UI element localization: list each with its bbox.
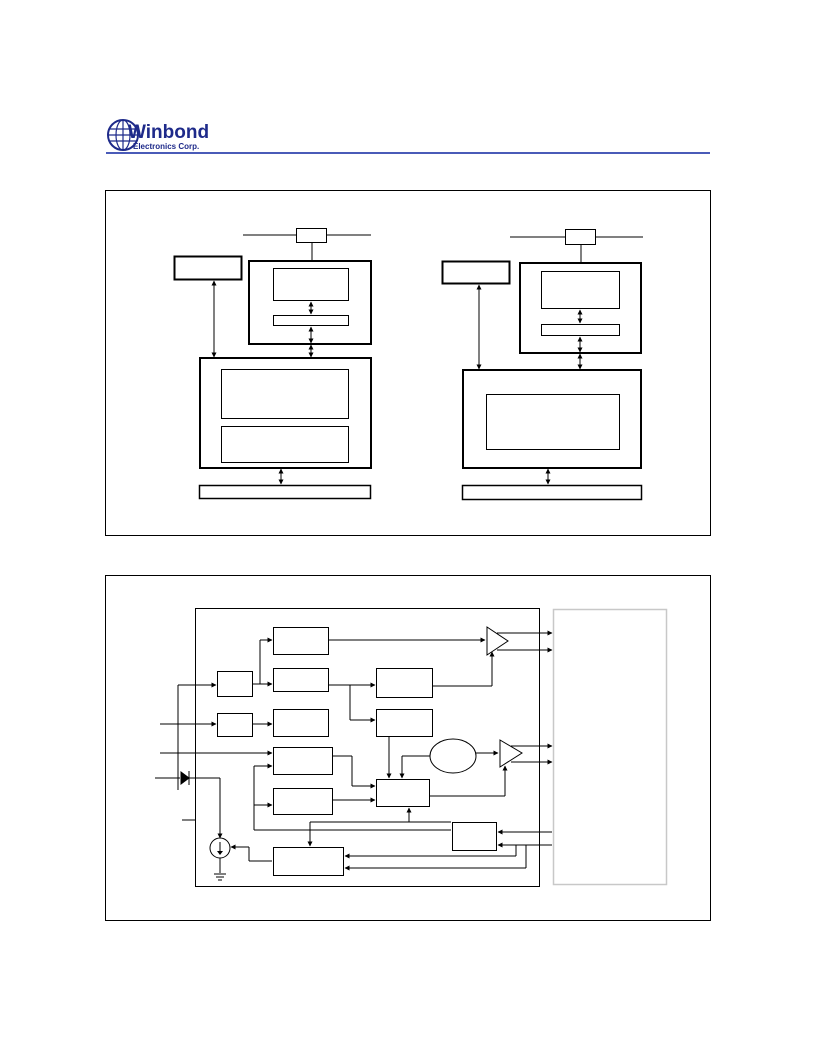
current-source-icon [209, 837, 231, 873]
connector-block [296, 228, 327, 243]
oscillator-ellipse [429, 738, 477, 774]
diagram-right [441, 229, 643, 501]
block-g [273, 788, 333, 815]
block-d [273, 709, 329, 737]
page-header: Winbond Electronics Corp. [106, 118, 710, 158]
diagram-left [173, 228, 372, 500]
block-f [273, 747, 333, 775]
block-c [376, 668, 433, 698]
control-block [376, 779, 430, 807]
brand-name: Winbond [128, 122, 210, 143]
ground-icon [214, 873, 226, 881]
connector-block [565, 229, 596, 245]
input-block-1 [217, 671, 253, 697]
interface-block [452, 822, 497, 851]
block-e [376, 709, 433, 737]
main-inner-block [486, 394, 620, 450]
system-block-diagram [105, 190, 711, 536]
main-inner-block-1 [221, 369, 349, 419]
brand-subtitle: Electronics Corp. [133, 142, 200, 151]
figure-frame-bottom [105, 575, 711, 921]
input-block-2 [217, 713, 253, 737]
winbond-globe-icon [107, 119, 139, 151]
upper-inner-block [273, 268, 349, 301]
base-bar [198, 484, 372, 500]
amplifier-2-icon [499, 739, 523, 768]
regulator-block [273, 847, 344, 876]
side-block [441, 260, 511, 285]
upper-inner-bar [541, 324, 620, 336]
base-bar [461, 484, 643, 501]
amplifier-1-icon [486, 626, 509, 656]
side-block [173, 255, 243, 281]
output-panel [552, 608, 668, 886]
main-inner-block-2 [221, 426, 349, 463]
block-b [273, 668, 329, 692]
chip-boundary [195, 608, 540, 887]
diode-icon [180, 771, 190, 785]
upper-inner-bar [273, 315, 349, 326]
header-rule [106, 152, 710, 154]
upper-inner-block [541, 271, 620, 309]
block-a [273, 627, 329, 655]
figure-frame-top [105, 190, 711, 536]
